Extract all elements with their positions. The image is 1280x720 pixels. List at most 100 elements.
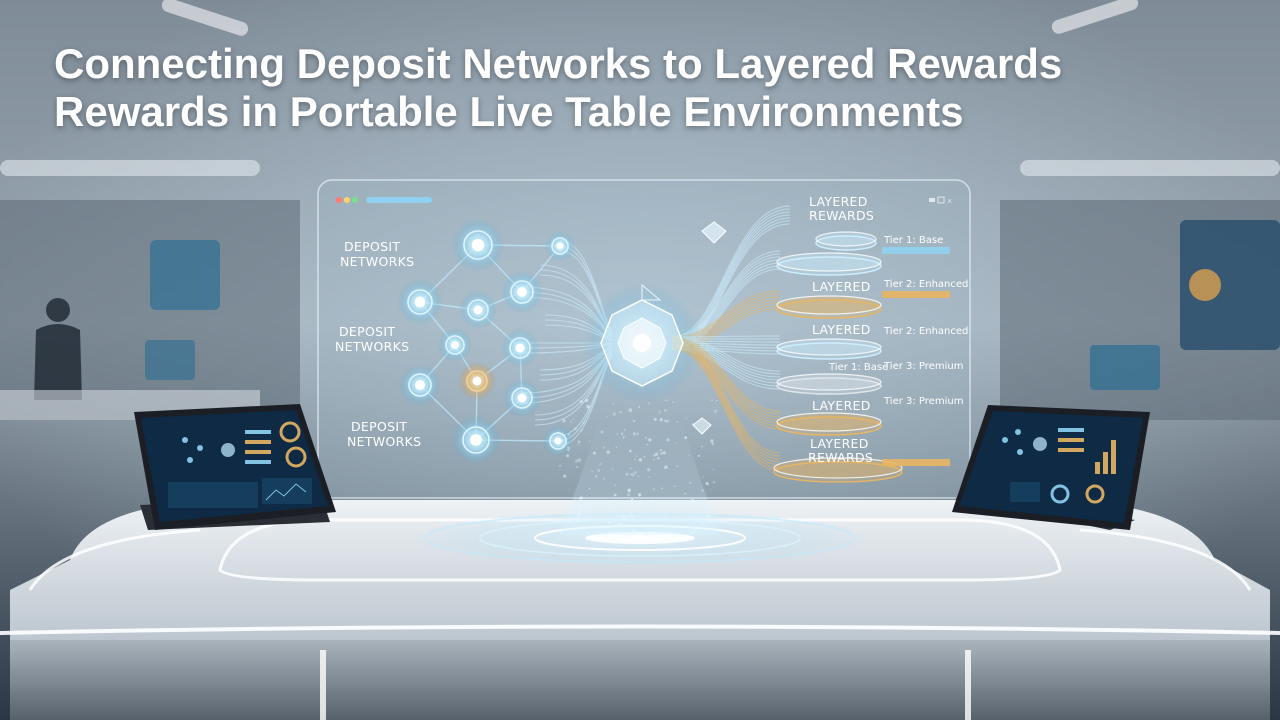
network-node	[451, 415, 501, 465]
ceiling-lights	[0, 0, 1280, 176]
network-node	[501, 329, 539, 367]
particle	[653, 417, 657, 421]
window-dot-yellow	[344, 197, 350, 203]
particle	[559, 530, 563, 534]
right-kiosk-screen	[1090, 345, 1160, 390]
left-label-3-line2: NETWORKS	[347, 434, 421, 449]
tier-label-4: Tier 1: Base	[828, 362, 888, 373]
particle	[652, 487, 656, 491]
particle	[689, 481, 692, 485]
particle	[592, 451, 596, 455]
particle	[597, 469, 601, 472]
particle	[673, 485, 676, 488]
network-nodes	[397, 218, 576, 465]
reward-disk	[776, 412, 882, 436]
particle	[701, 445, 704, 448]
particle	[630, 473, 632, 475]
particle	[648, 438, 652, 442]
particle	[601, 501, 606, 506]
particle	[586, 404, 588, 406]
particle	[631, 472, 635, 477]
particle	[611, 468, 614, 470]
particle	[606, 415, 608, 418]
particle	[629, 512, 632, 515]
particle	[596, 518, 600, 521]
particle	[711, 442, 714, 446]
particle	[603, 446, 606, 449]
network-node	[451, 218, 505, 272]
network-node	[459, 291, 497, 329]
particle	[658, 410, 661, 413]
particle	[563, 474, 567, 478]
particle	[643, 456, 646, 458]
particle	[715, 531, 718, 534]
rewards-header-line1: LAYERED	[809, 194, 868, 209]
particle	[590, 470, 594, 473]
particle	[645, 532, 649, 536]
particle	[621, 432, 624, 435]
particle	[585, 506, 589, 509]
page-title: Connecting Deposit Networks to Layered R…	[54, 40, 1214, 136]
particle	[578, 440, 581, 444]
particle	[623, 428, 626, 432]
particle	[600, 430, 604, 434]
particle	[662, 451, 666, 455]
tier-label-1: Tier 1: Base	[883, 235, 943, 246]
particle	[618, 522, 622, 527]
particle	[566, 454, 570, 458]
particle	[562, 419, 566, 423]
window-dot-red	[336, 197, 342, 203]
particle	[631, 528, 636, 533]
particle	[636, 432, 639, 435]
particle	[599, 463, 602, 465]
rewards-bottom-line2: REWARDS	[808, 450, 873, 465]
particle	[676, 465, 679, 468]
network-node	[458, 362, 496, 400]
particle	[571, 518, 574, 520]
particle	[574, 459, 579, 463]
particle	[558, 464, 562, 467]
particle	[578, 505, 582, 509]
hologram-base	[410, 420, 870, 566]
window-title-bar	[366, 197, 432, 203]
particle	[692, 499, 696, 503]
rewards-bottom-line1: LAYERED	[810, 436, 869, 451]
layered-label-2: LAYERED	[812, 322, 871, 337]
particle	[666, 438, 670, 442]
layered-label-3: LAYERED	[812, 398, 871, 413]
particle	[616, 432, 619, 435]
particle	[631, 516, 635, 520]
particle	[599, 464, 601, 466]
particle	[659, 449, 662, 451]
particle	[657, 457, 660, 460]
particle	[706, 514, 710, 518]
window-control-close: ×	[947, 196, 952, 206]
particle	[597, 527, 600, 530]
particle	[666, 399, 668, 402]
reward-disk	[776, 373, 882, 395]
right-tablet-screen-content	[1002, 428, 1116, 504]
particle	[629, 449, 632, 453]
particle	[575, 465, 579, 469]
floating-gem-bottom	[692, 417, 712, 435]
particle	[607, 521, 611, 524]
window-control-minimize	[929, 198, 935, 202]
particle	[632, 432, 637, 436]
particle	[622, 435, 626, 438]
particle	[684, 436, 688, 440]
right-tablet	[952, 405, 1150, 530]
particle	[595, 526, 598, 529]
tier-label-3: Tier 2: Enhanced	[883, 326, 968, 337]
left-label-2-line1: DEPOSIT	[339, 324, 395, 339]
particle	[643, 526, 646, 529]
particle	[658, 412, 660, 415]
particle	[683, 492, 686, 495]
tier-label-2: Tier 2: Enhanced	[883, 279, 968, 290]
particle	[589, 440, 591, 442]
particle	[586, 531, 589, 535]
page-title-line1: Connecting Deposit Networks to Layered R…	[54, 40, 1063, 87]
particle	[691, 531, 695, 535]
particle	[712, 505, 717, 510]
rewards-header-line2: REWARDS	[809, 208, 874, 223]
